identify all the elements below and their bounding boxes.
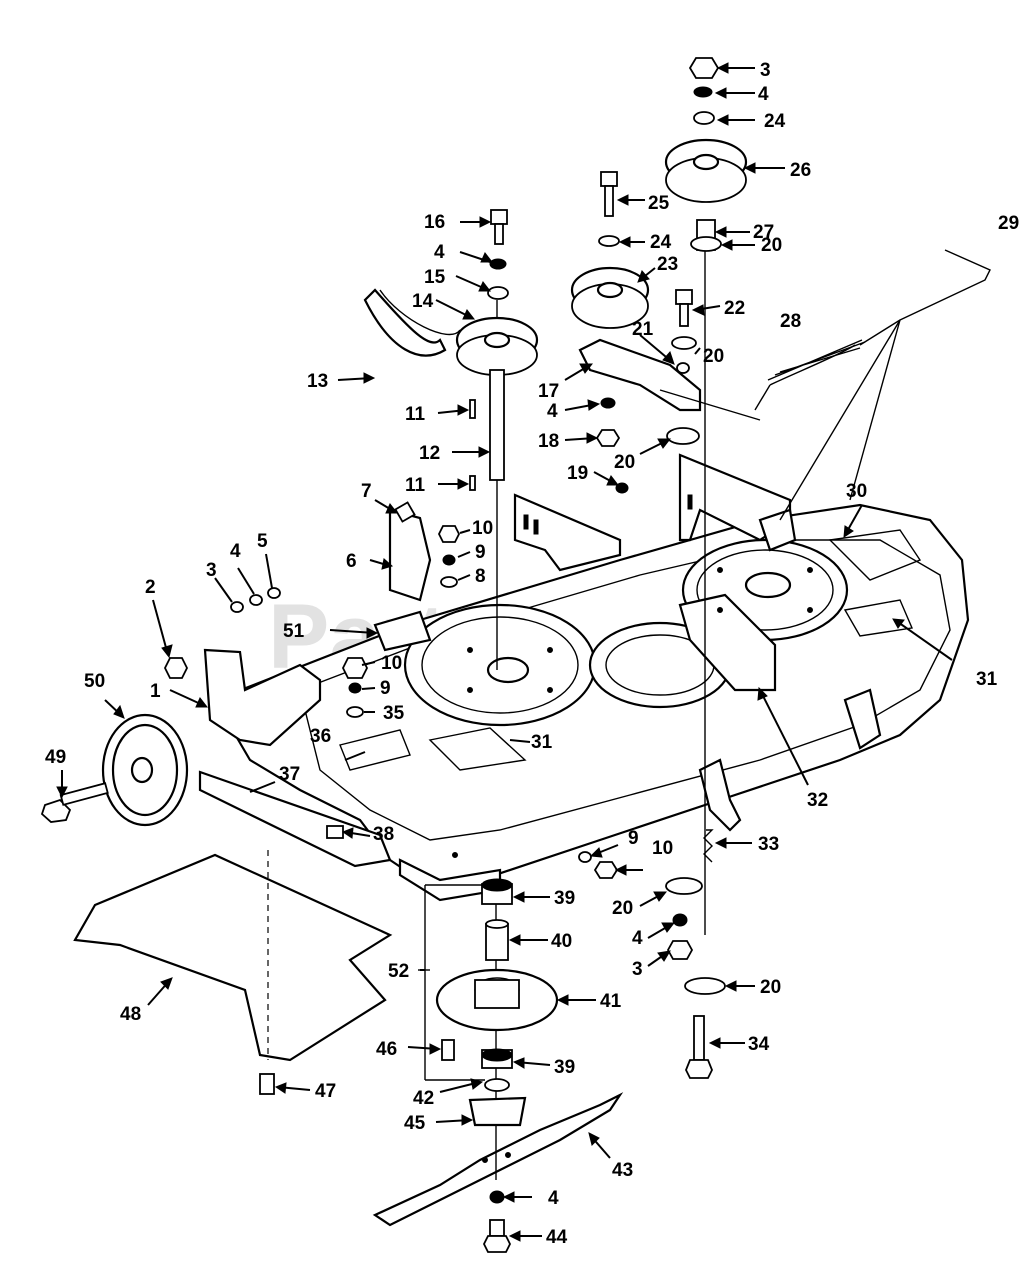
callout-29: 29 <box>998 213 1019 234</box>
callout-20c: 20 <box>614 452 635 473</box>
callout-4f: 4 <box>548 1188 559 1209</box>
callout-30: 30 <box>846 481 867 502</box>
callout-51: 51 <box>283 621 305 642</box>
callout-47: 47 <box>315 1081 336 1102</box>
callout-6: 6 <box>346 551 357 572</box>
callout-11b: 11 <box>405 475 426 496</box>
callout-3a: 3 <box>206 560 217 581</box>
blade <box>372 1092 624 1227</box>
callout-43: 43 <box>612 1160 633 1181</box>
rear-plate <box>198 770 392 868</box>
callout-9c: 9 <box>628 828 639 849</box>
callout-17: 17 <box>538 381 559 402</box>
callout-46: 46 <box>376 1039 397 1060</box>
callout-21: 21 <box>632 319 654 340</box>
callout-1: 1 <box>150 681 161 702</box>
callout-10b: 10 <box>381 653 402 674</box>
callout-4c: 4 <box>758 84 769 105</box>
discharge-chute <box>73 853 393 1062</box>
callout-20d: 20 <box>612 898 633 919</box>
callout-3b: 3 <box>760 60 771 81</box>
callout-9a: 9 <box>475 542 486 563</box>
callout-4b: 4 <box>434 242 445 263</box>
callout-27: 27 <box>753 222 774 243</box>
callout-15: 15 <box>424 267 446 288</box>
gauge-wheel <box>101 713 189 827</box>
callout-19: 19 <box>567 463 588 484</box>
callout-14: 14 <box>412 291 434 312</box>
callout-48: 48 <box>120 1004 141 1025</box>
callout-20b: 20 <box>703 346 724 367</box>
mower-deck <box>203 453 970 902</box>
callout-arrows <box>56 62 953 1242</box>
callout-12: 12 <box>419 443 440 464</box>
callout-8: 8 <box>475 566 486 587</box>
callout-22: 22 <box>724 298 745 319</box>
callout-10c: 10 <box>652 838 673 859</box>
callout-4a: 4 <box>230 541 241 562</box>
callout-40: 40 <box>551 931 572 952</box>
callout-11a: 11 <box>405 404 426 425</box>
callout-4e: 4 <box>632 928 643 949</box>
callout-39a: 39 <box>554 888 575 909</box>
callout-35: 35 <box>383 703 405 724</box>
callout-24a: 24 <box>650 232 672 253</box>
callout-36: 36 <box>310 726 331 747</box>
callout-31b: 31 <box>531 732 553 753</box>
callout-7: 7 <box>361 481 372 502</box>
callout-52: 52 <box>388 961 409 982</box>
callout-25: 25 <box>648 193 670 214</box>
callout-31a: 31 <box>976 669 998 690</box>
callout-39b: 39 <box>554 1057 575 1078</box>
callout-28: 28 <box>780 311 801 332</box>
callout-18: 18 <box>538 431 559 452</box>
callout-24b: 24 <box>764 111 786 132</box>
callout-49: 49 <box>45 747 66 768</box>
callout-34: 34 <box>748 1034 770 1055</box>
callout-37: 37 <box>279 764 300 785</box>
callout-45: 45 <box>404 1113 426 1134</box>
hardware <box>40 57 991 1253</box>
callout-23: 23 <box>657 254 678 275</box>
callout-3c: 3 <box>632 959 643 980</box>
callout-50: 50 <box>84 671 105 692</box>
callout-42: 42 <box>413 1088 434 1109</box>
callout-20a: 20 <box>761 235 782 256</box>
callout-38: 38 <box>373 824 394 845</box>
callout-2: 2 <box>145 577 156 598</box>
callout-9b: 9 <box>380 678 391 699</box>
callout-33: 33 <box>758 834 779 855</box>
callout-5: 5 <box>257 531 268 552</box>
callout-32: 32 <box>807 790 828 811</box>
callout-26: 26 <box>790 160 811 181</box>
callout-16: 16 <box>424 212 445 233</box>
callout-41: 41 <box>600 991 622 1012</box>
callout-4d: 4 <box>547 401 558 422</box>
callout-20e: 20 <box>760 977 781 998</box>
callout-13: 13 <box>307 371 328 392</box>
callout-44: 44 <box>546 1227 568 1248</box>
callout-labels: 1 2 3 3 3 4 4 4 4 4 4 5 6 7 8 9 9 9 10 1… <box>45 60 1019 1248</box>
callout-10a: 10 <box>472 518 493 539</box>
